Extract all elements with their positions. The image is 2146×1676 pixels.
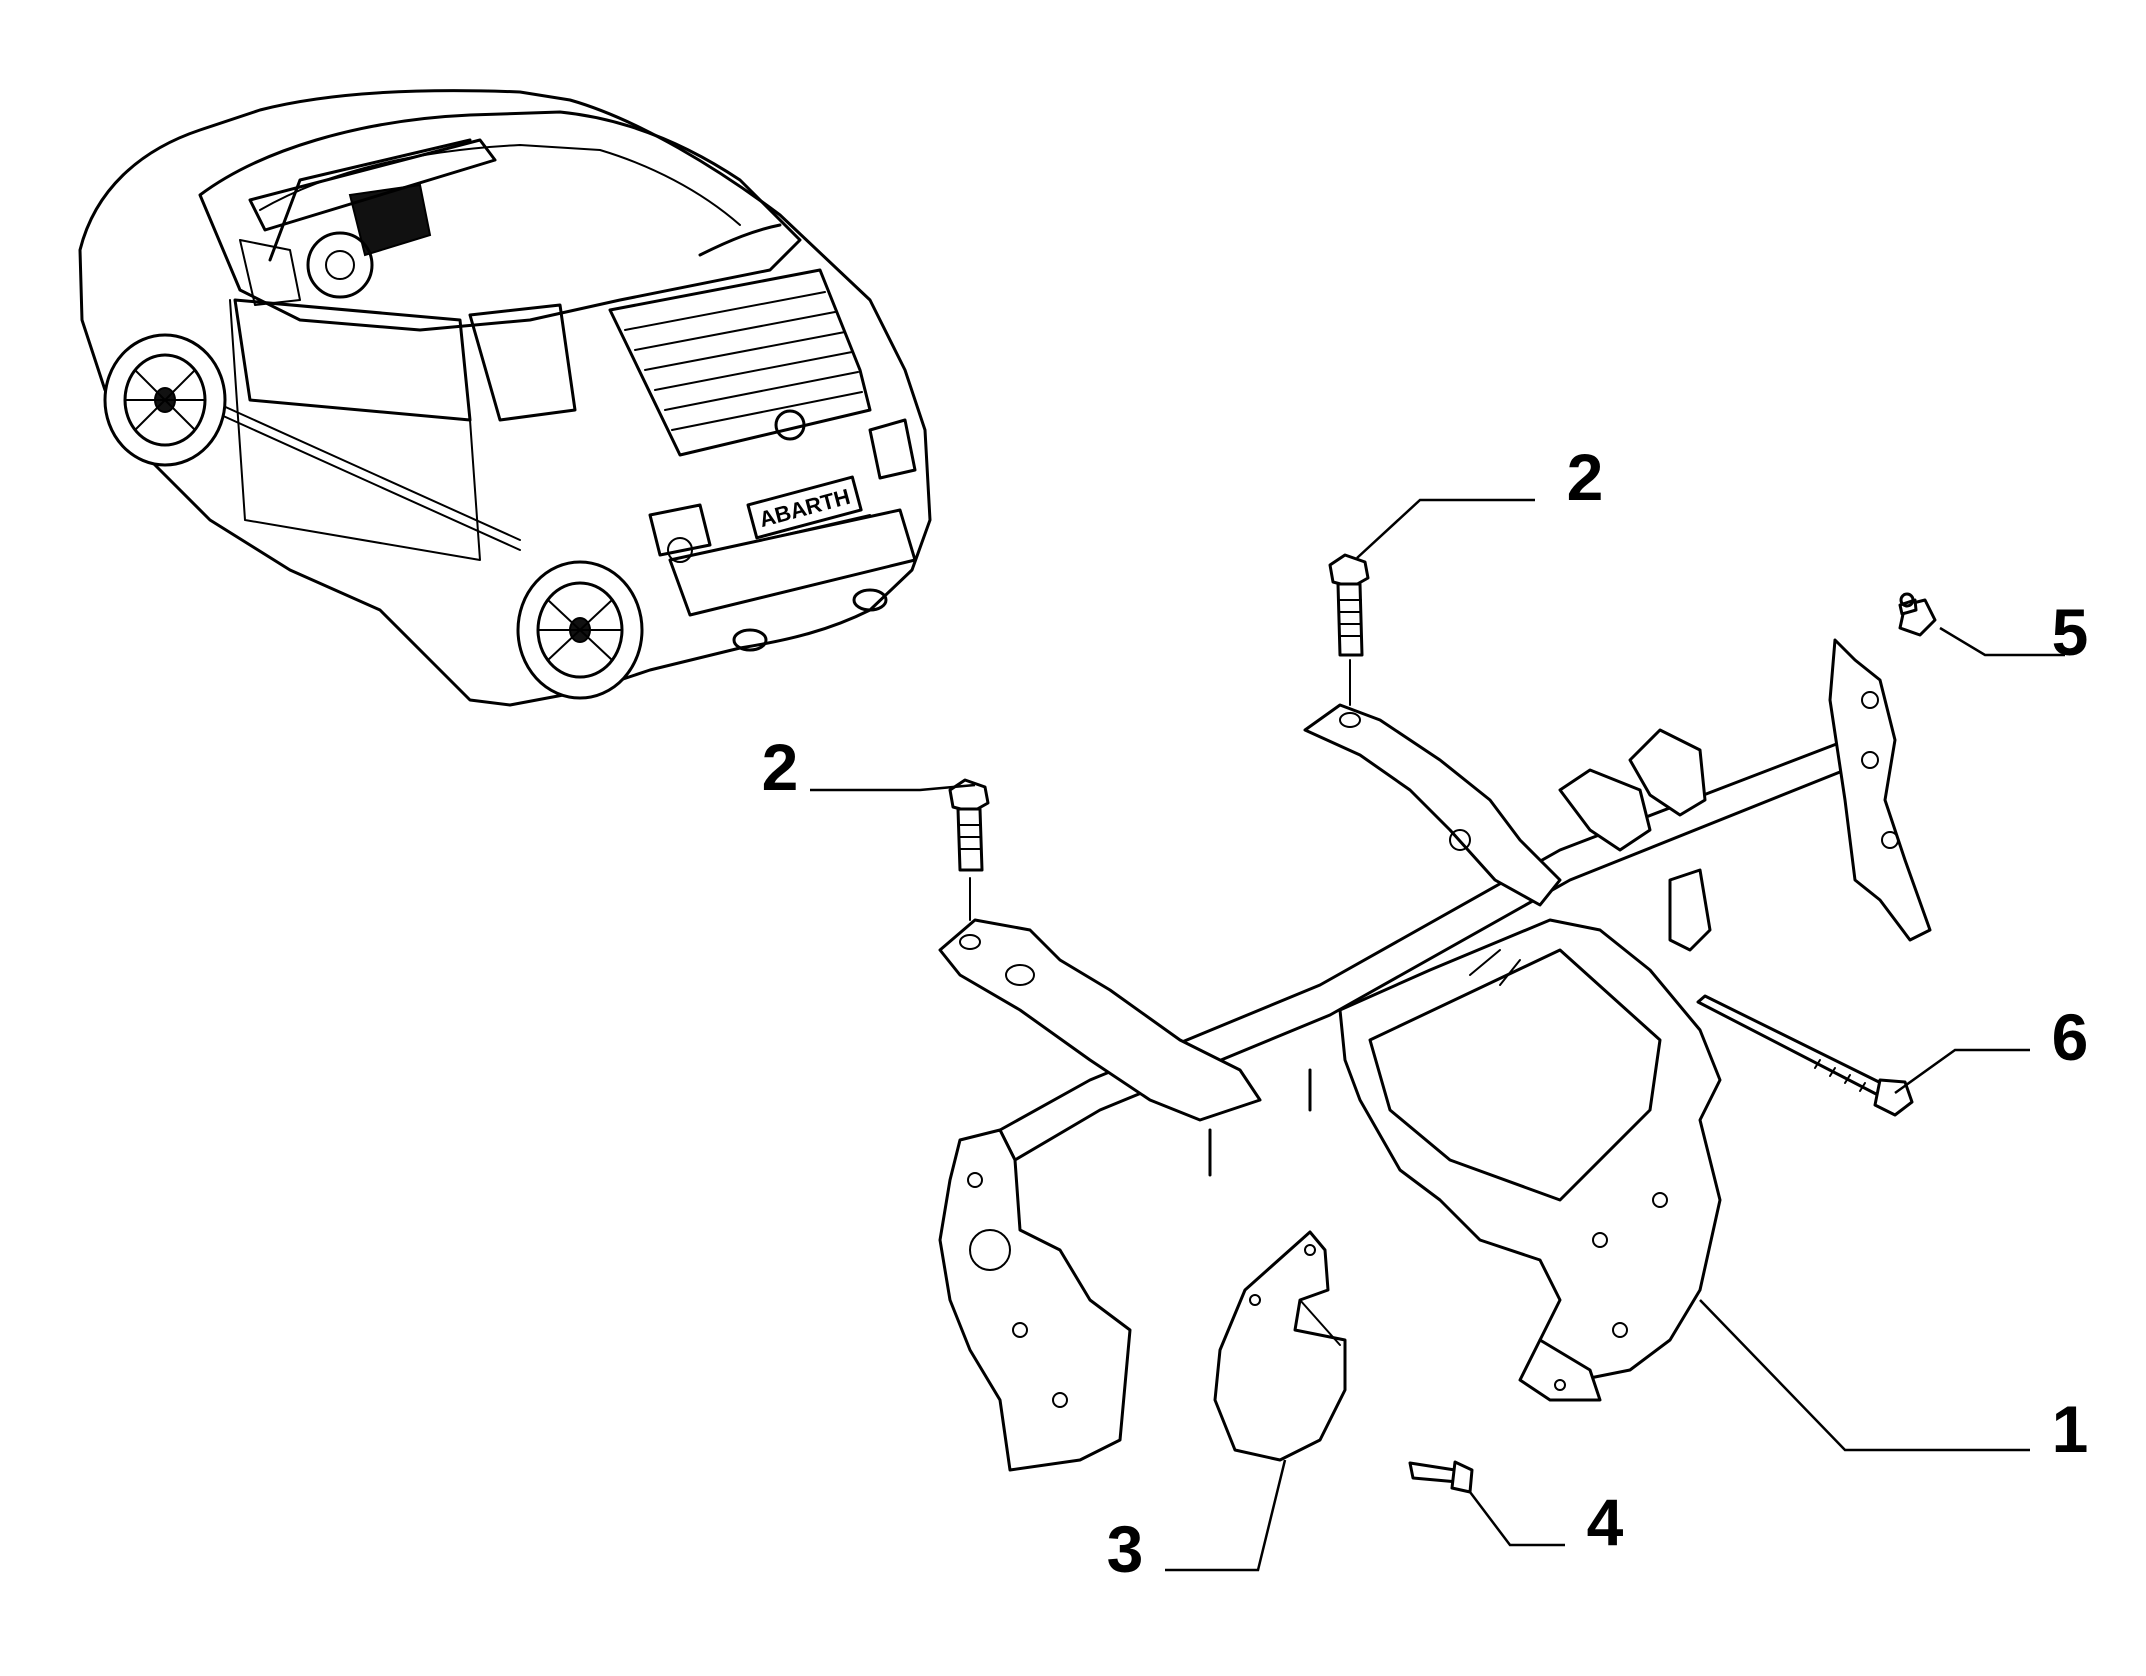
callout-2-lower: 2 bbox=[762, 730, 799, 804]
callout-5: 5 bbox=[2052, 595, 2089, 669]
callout-6: 6 bbox=[2052, 1000, 2089, 1074]
leader-lines bbox=[810, 498, 2065, 1572]
callout-1: 1 bbox=[2052, 1392, 2089, 1466]
bolt-upper bbox=[1328, 553, 1370, 706]
car-illustration: ABARTH bbox=[78, 89, 932, 707]
bolt-lower bbox=[948, 778, 990, 921]
callout-3: 3 bbox=[1107, 1512, 1144, 1586]
screw-4 bbox=[1408, 1460, 1474, 1494]
dashboard-crossmember bbox=[938, 638, 1932, 1472]
bracket-plate bbox=[1213, 1230, 1347, 1462]
long-bolt-6 bbox=[1696, 994, 1914, 1117]
callout-4: 4 bbox=[1587, 1485, 1624, 1559]
screw-5 bbox=[1898, 592, 1937, 637]
callout-2-upper: 2 bbox=[1567, 440, 1604, 514]
